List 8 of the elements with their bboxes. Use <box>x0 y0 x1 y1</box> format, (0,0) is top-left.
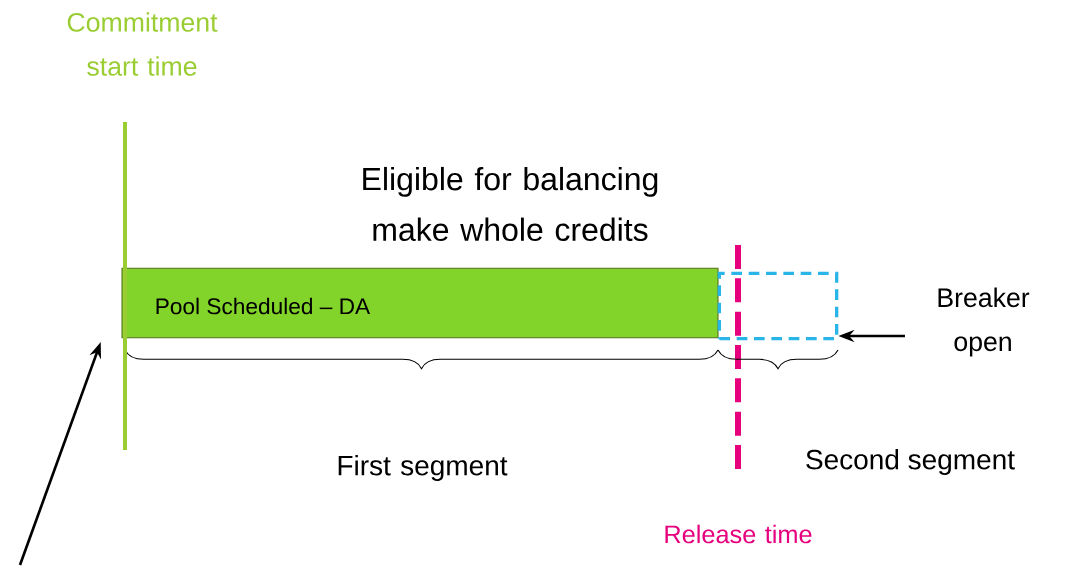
segment-label: Second segment <box>803 447 1017 477</box>
heading: Eligible for balancing make whole credits <box>363 166 658 242</box>
segment-label: First segment <box>338 454 508 482</box>
scheduled-bar: Pool Scheduled – DA <box>121 267 719 339</box>
line-caption: Commitment start time <box>67 12 218 76</box>
text-label: Breaker open <box>938 287 1030 357</box>
dashed-box <box>717 271 839 341</box>
release-label: Release time <box>665 524 812 544</box>
